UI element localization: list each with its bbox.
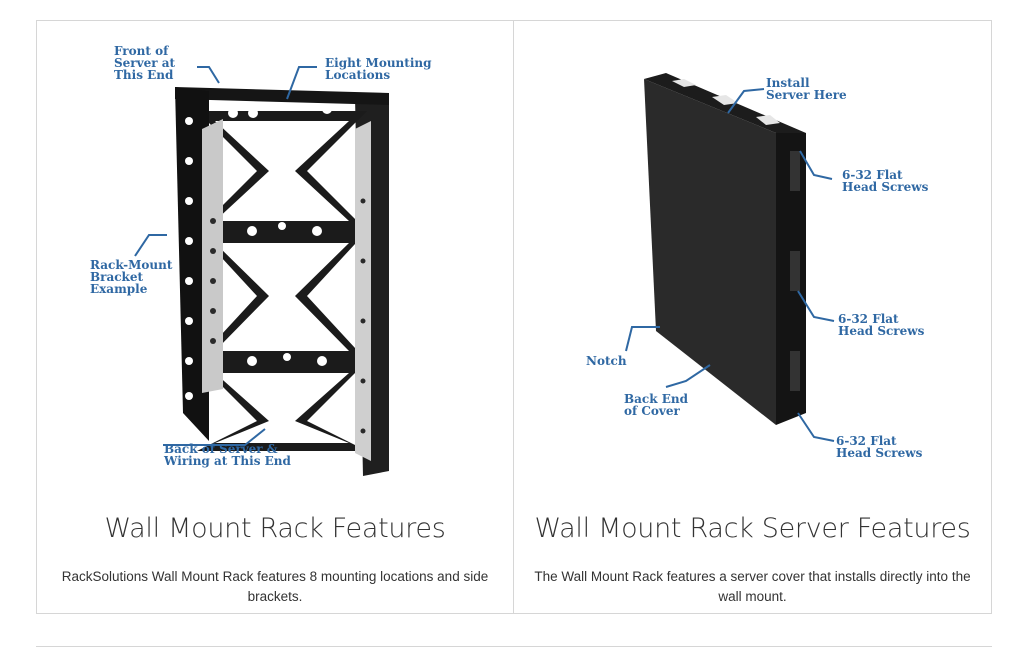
panel-title: Wall Mount Rack Features [104, 513, 446, 544]
callout-back-of-server: Back of Server & Wiring at This End [164, 442, 291, 468]
callout-flat-head-screws-bottom: 6-32 Flat Head Screws [836, 434, 923, 460]
section-divider [36, 646, 992, 647]
wall-mount-rack-features-card: Front of Server at This End Eight Mounti… [36, 20, 514, 614]
wall-mount-rack-server-features-card: Install Server Here 6-32 Flat Head Screw… [514, 20, 992, 614]
callout-install-server-here: Install Server Here [766, 76, 847, 102]
callout-notch: Notch [586, 354, 627, 368]
callout-flat-head-screws-middle: 6-32 Flat Head Screws [838, 312, 925, 338]
callout-rack-mount-bracket: Rack-Mount Bracket Example [90, 258, 173, 296]
callout-eight-mounting-locations: Eight Mounting Locations [325, 56, 432, 82]
callout-flat-head-screws-top: 6-32 Flat Head Screws [842, 168, 929, 194]
server-cover-illustration [625, 73, 835, 442]
panel-description: The Wall Mount Rack features a server co… [534, 569, 971, 604]
wall-mount-rack-illustration [134, 66, 389, 476]
panel-title: Wall Mount Rack Server Features [534, 513, 971, 544]
panel-description: RackSolutions Wall Mount Rack features 8… [61, 569, 489, 604]
callout-front-of-server: Front of Server at This End [114, 44, 176, 82]
callout-back-end-of-cover: Back End of Cover [624, 392, 688, 418]
